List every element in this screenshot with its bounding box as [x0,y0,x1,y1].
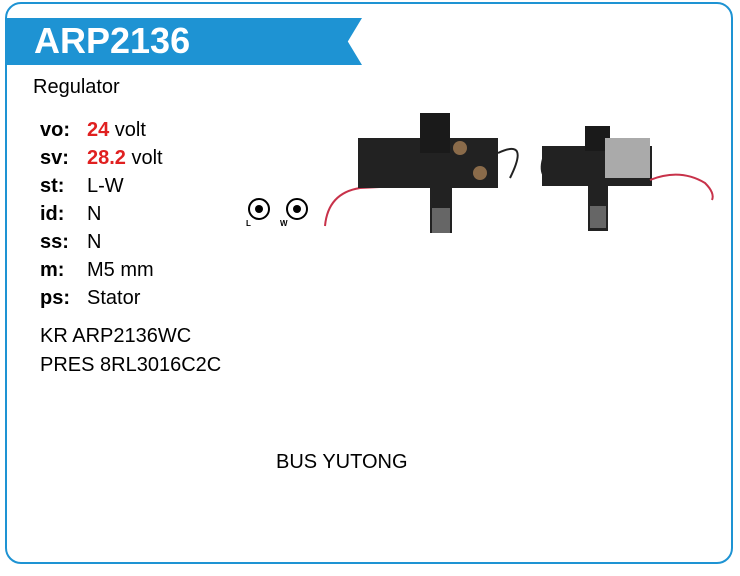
spec-value: N [87,203,102,225]
spec-row: sv: 28.2 volt [40,144,163,172]
regulator-product-image [324,113,714,233]
spec-value: M5 mm [87,259,154,281]
connector-pin-icon [286,198,308,220]
spec-value: L-W [87,175,124,197]
spec-value: N [87,231,102,253]
spec-row: ss: N [40,228,163,256]
spec-row: st: L-W [40,172,163,200]
spec-key: sv: [40,147,69,169]
title-banner [7,18,362,65]
reference-item: PRES 8RL3016C2C [40,354,222,376]
spec-list: vo: 24 volt sv: 28.2 volt st: L-W id: N ss: N… [40,116,163,312]
spec-value: 28.2 [87,147,126,169]
product-card [5,2,733,564]
spec-unit: volt [125,147,163,169]
part-number: ARP2136 [34,20,191,61]
part-type: Regulator [33,76,120,98]
spec-key: m: [40,259,65,281]
reference-list: KR ARP2136WC PRES 8RL3016C2C [40,322,221,380]
spec-key: ps: [40,287,70,309]
spec-unit: volt [109,119,146,141]
spec-value: 24 [87,119,110,141]
spec-row: ps: Stator [40,284,163,312]
connector-label: L [246,219,251,228]
spec-key: id: [40,203,65,225]
connector-pin-icon [248,198,270,220]
connector-label: W [280,219,288,228]
spec-row: m: M5 mm [40,256,163,284]
spec-key: st: [40,175,65,197]
reference-item: KR ARP2136WC [40,325,192,347]
spec-value: Stator [87,287,141,309]
spec-row: id: N [40,200,163,228]
spec-row: vo: 24 volt [40,116,163,144]
spec-key: vo: [40,119,70,141]
spec-key: ss: [40,231,69,253]
application: BUS YUTONG [276,451,408,473]
